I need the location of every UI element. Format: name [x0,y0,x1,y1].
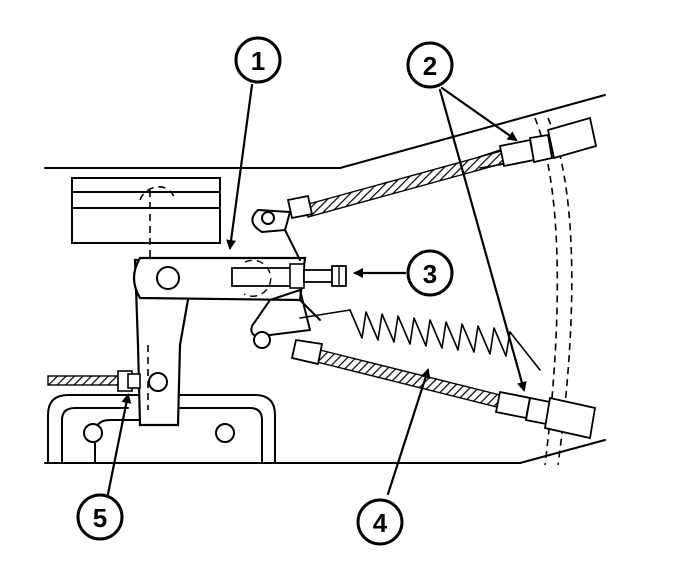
rear-cable-lower [290,309,597,440]
callout-2: 2 [406,41,454,89]
cable-clamps [250,209,321,349]
callout-4: 4 [356,498,404,546]
callout-3-label: 3 [423,259,437,289]
return-spring [299,309,541,371]
front-cable [47,370,141,392]
rear-cable-upper [286,116,598,220]
adjuster-lever [132,256,347,302]
callout-3: 3 [406,249,454,297]
crossmember-lower [47,394,276,464]
callout-5-label: 5 [93,503,107,533]
callout-4-label: 4 [373,508,388,538]
leader-lines [106,83,527,496]
crossmember-upper [71,177,221,244]
callout-1-label: 1 [251,46,265,76]
callout-1: 1 [234,36,282,84]
callout-5: 5 [76,493,124,541]
callout-2-label: 2 [423,51,437,81]
